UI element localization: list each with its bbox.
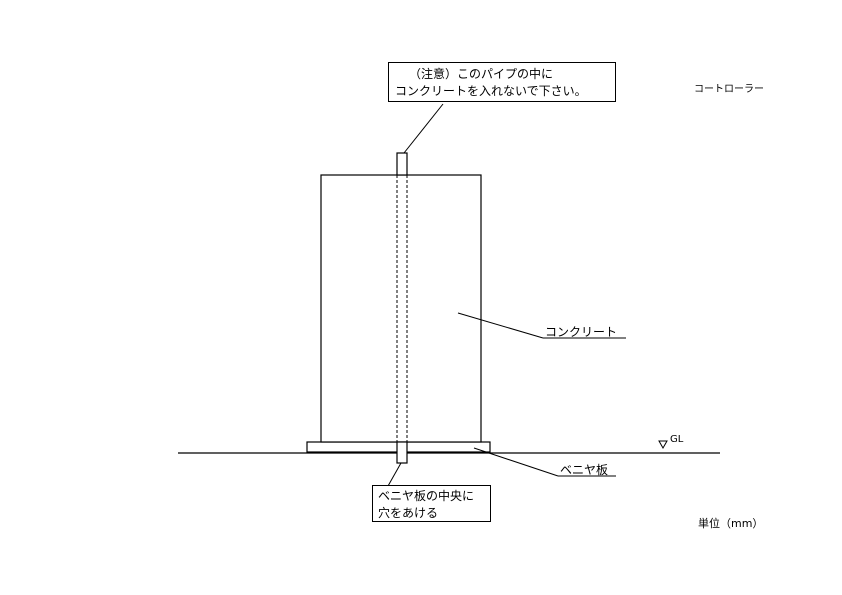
concrete-body	[320, 174, 482, 443]
ground-level-marker	[658, 440, 668, 450]
caution-note-line-1: （注意）このパイプの中に	[409, 67, 554, 81]
concrete-label: コンクリート	[545, 325, 618, 339]
leader-concrete	[457, 312, 544, 339]
plywood-label: ベニヤ板	[560, 463, 609, 477]
caution-note: （注意）このパイプの中に コンクリートを入れないで下さい。	[388, 62, 616, 102]
hole-note-line-2: 穴をあける	[378, 506, 439, 520]
leader-top-note	[403, 103, 444, 154]
ground-level-label: GL	[670, 434, 684, 445]
pipe-bottom	[396, 441, 408, 464]
hole-note-line-1: ベニヤ板の中央に	[378, 489, 475, 503]
drawing-title: コートローラー	[694, 84, 764, 95]
hole-note: ベニヤ板の中央に 穴をあける	[372, 485, 491, 522]
leader-bottom-note	[387, 462, 402, 487]
unit-label: 単位（mm）	[698, 517, 764, 530]
leader-plywood	[473, 447, 559, 477]
pipe-top	[396, 152, 408, 176]
caution-note-line-2: コンクリートを入れないで下さい。	[395, 84, 587, 98]
